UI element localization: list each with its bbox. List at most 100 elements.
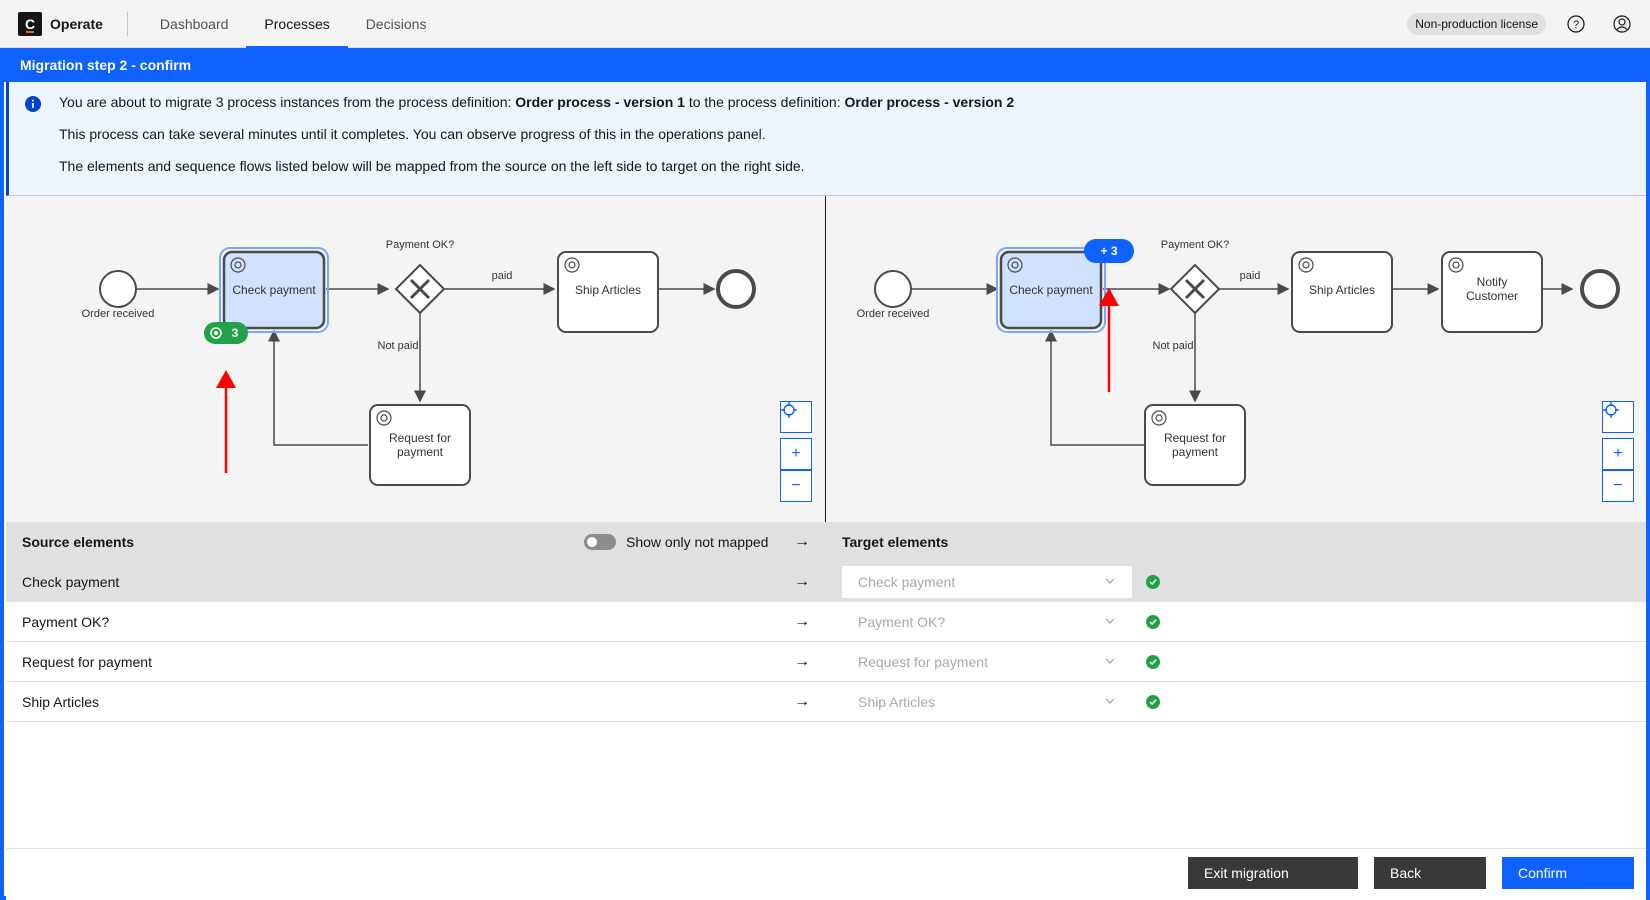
info-notification: You are about to migrate 3 process insta… xyxy=(6,82,1646,196)
reset-diagram-position-button[interactable] xyxy=(1602,401,1634,433)
target-element-value: Payment OK? xyxy=(858,614,946,630)
start-event[interactable] xyxy=(99,270,137,308)
svg-text:?: ? xyxy=(1573,19,1579,31)
flow-label-paid: paid xyxy=(1240,270,1261,282)
table-row[interactable]: Payment OK?→Payment OK? xyxy=(6,602,1646,642)
start-event[interactable] xyxy=(874,270,912,308)
task-label: Request for xyxy=(1164,431,1226,445)
help-icon[interactable]: ? xyxy=(1560,8,1592,40)
source-element-name: Check payment xyxy=(22,573,120,590)
gateway-label: Payment OK? xyxy=(386,239,454,251)
target-diagram[interactable]: Order received Check payment + 3 Payment… xyxy=(827,196,1646,522)
arrow-right-icon: → xyxy=(794,692,810,710)
user-icon[interactable] xyxy=(1606,8,1638,40)
task-label: Ship Articles xyxy=(1309,283,1375,297)
toggle-label: Show only not mapped xyxy=(626,534,769,550)
camunda-logo[interactable]: C xyxy=(18,11,42,36)
chevron-down-icon xyxy=(1105,618,1115,624)
show-only-not-mapped-toggle[interactable] xyxy=(584,534,616,550)
exit-migration-button[interactable]: Exit migration xyxy=(1188,857,1358,889)
footer-actions: Exit migration Back Confirm xyxy=(6,848,1646,900)
tab-processes[interactable]: Processes xyxy=(246,0,349,49)
info-line-1: You are about to migrate 3 process insta… xyxy=(59,94,1014,110)
chevron-down-icon xyxy=(1105,578,1115,584)
task-label: Check payment xyxy=(232,283,316,297)
migration-frame: Migration step 2 - confirm You are about… xyxy=(0,48,1650,900)
target-element-select[interactable]: Request for payment xyxy=(842,646,1132,678)
target-definition: Order process - version 2 xyxy=(844,94,1015,110)
task-label: Customer xyxy=(1466,289,1518,303)
instance-count-badge[interactable]: 3 xyxy=(204,322,248,344)
migrate-count-badge[interactable]: + 3 xyxy=(1084,239,1134,263)
flow-label-not-paid: Not paid xyxy=(378,340,419,352)
target-element-select[interactable]: Check payment xyxy=(842,566,1132,598)
gear-icon xyxy=(1448,257,1464,273)
confirm-button[interactable]: Confirm xyxy=(1502,857,1634,889)
arrow-right-icon: → xyxy=(794,572,810,590)
zoom-out-button[interactable]: − xyxy=(780,470,812,502)
info-icon xyxy=(25,96,41,117)
task-request-for-payment[interactable] xyxy=(1144,404,1246,486)
info-line-2: This process can take several minutes un… xyxy=(59,126,766,142)
source-diagram[interactable]: Order received Check payment 3 Payment O… xyxy=(6,196,826,522)
license-badge[interactable]: Non-production license xyxy=(1407,12,1546,35)
task-label: Ship Articles xyxy=(575,283,641,297)
target-elements-header: Target elements xyxy=(842,534,949,550)
source-element-name: Ship Articles xyxy=(22,693,100,710)
zoom-in-button[interactable]: + xyxy=(1602,438,1634,470)
info-text: to the process definition: xyxy=(684,94,845,110)
gear-icon xyxy=(1298,257,1314,273)
mapped-check-icon xyxy=(1146,695,1160,709)
instance-count: 3 xyxy=(232,326,239,340)
target-element-value: Check payment xyxy=(858,574,956,590)
task-check-payment[interactable] xyxy=(996,247,1106,333)
target-element-select[interactable]: Ship Articles xyxy=(842,686,1132,718)
end-event[interactable] xyxy=(716,269,756,309)
source-element-name: Request for payment xyxy=(22,653,152,670)
task-ship-articles[interactable] xyxy=(1291,251,1393,333)
chevron-down-icon xyxy=(1105,698,1115,704)
gear-icon xyxy=(1151,410,1167,426)
gateway-payment-ok[interactable] xyxy=(1169,263,1221,315)
task-request-for-payment[interactable] xyxy=(369,404,471,486)
task-check-payment[interactable] xyxy=(219,247,329,333)
task-label: payment xyxy=(1172,445,1219,459)
start-event-label: Order received xyxy=(857,308,930,320)
task-ship-articles[interactable] xyxy=(557,251,659,333)
header-divider xyxy=(126,11,128,36)
info-text: You are about to migrate 3 process insta… xyxy=(59,94,516,110)
reset-diagram-position-button[interactable] xyxy=(780,401,812,433)
target-element-value: Request for payment xyxy=(858,654,988,670)
target-element-select[interactable]: Payment OK? xyxy=(842,606,1132,638)
tab-dashboard[interactable]: Dashboard xyxy=(159,15,229,32)
gear-icon xyxy=(376,410,392,426)
gear-icon xyxy=(564,257,580,273)
annotation-arrow xyxy=(216,370,236,473)
flow-label-paid: paid xyxy=(492,270,513,282)
task-label: Request for xyxy=(389,431,451,445)
back-button[interactable]: Back xyxy=(1374,857,1486,889)
source-element-name: Payment OK? xyxy=(22,613,110,630)
tab-decisions[interactable]: Decisions xyxy=(365,15,427,32)
mapped-check-icon xyxy=(1146,655,1160,669)
gear-icon xyxy=(230,257,246,273)
task-notify-customer[interactable] xyxy=(1441,251,1543,333)
table-row[interactable]: Request for payment→Request for payment xyxy=(6,642,1646,682)
mapping-table-header: Source elements Show only not mapped → T… xyxy=(6,522,1646,562)
top-navigation-bar: C Operate Dashboard Processes Decisions … xyxy=(0,0,1650,49)
table-row[interactable]: Ship Articles → Ship Articles xyxy=(6,682,1646,722)
reset-icon xyxy=(781,402,797,418)
task-label: Notify xyxy=(1477,275,1508,289)
app-name[interactable]: Operate xyxy=(50,15,103,32)
gateway-label: Payment OK? xyxy=(1161,239,1229,251)
mapped-check-icon xyxy=(1146,575,1160,589)
annotation-arrow xyxy=(1099,288,1119,392)
end-event[interactable] xyxy=(1580,269,1620,309)
target-element-value: Ship Articles xyxy=(858,694,936,710)
zoom-out-button[interactable]: − xyxy=(1602,470,1634,502)
gateway-payment-ok[interactable] xyxy=(394,263,446,315)
zoom-in-button[interactable]: + xyxy=(780,438,812,470)
info-line-3: The elements and sequence flows listed b… xyxy=(59,158,805,174)
table-row[interactable]: Check payment → Check payment xyxy=(6,562,1646,602)
source-definition: Order process - version 1 xyxy=(515,94,685,110)
